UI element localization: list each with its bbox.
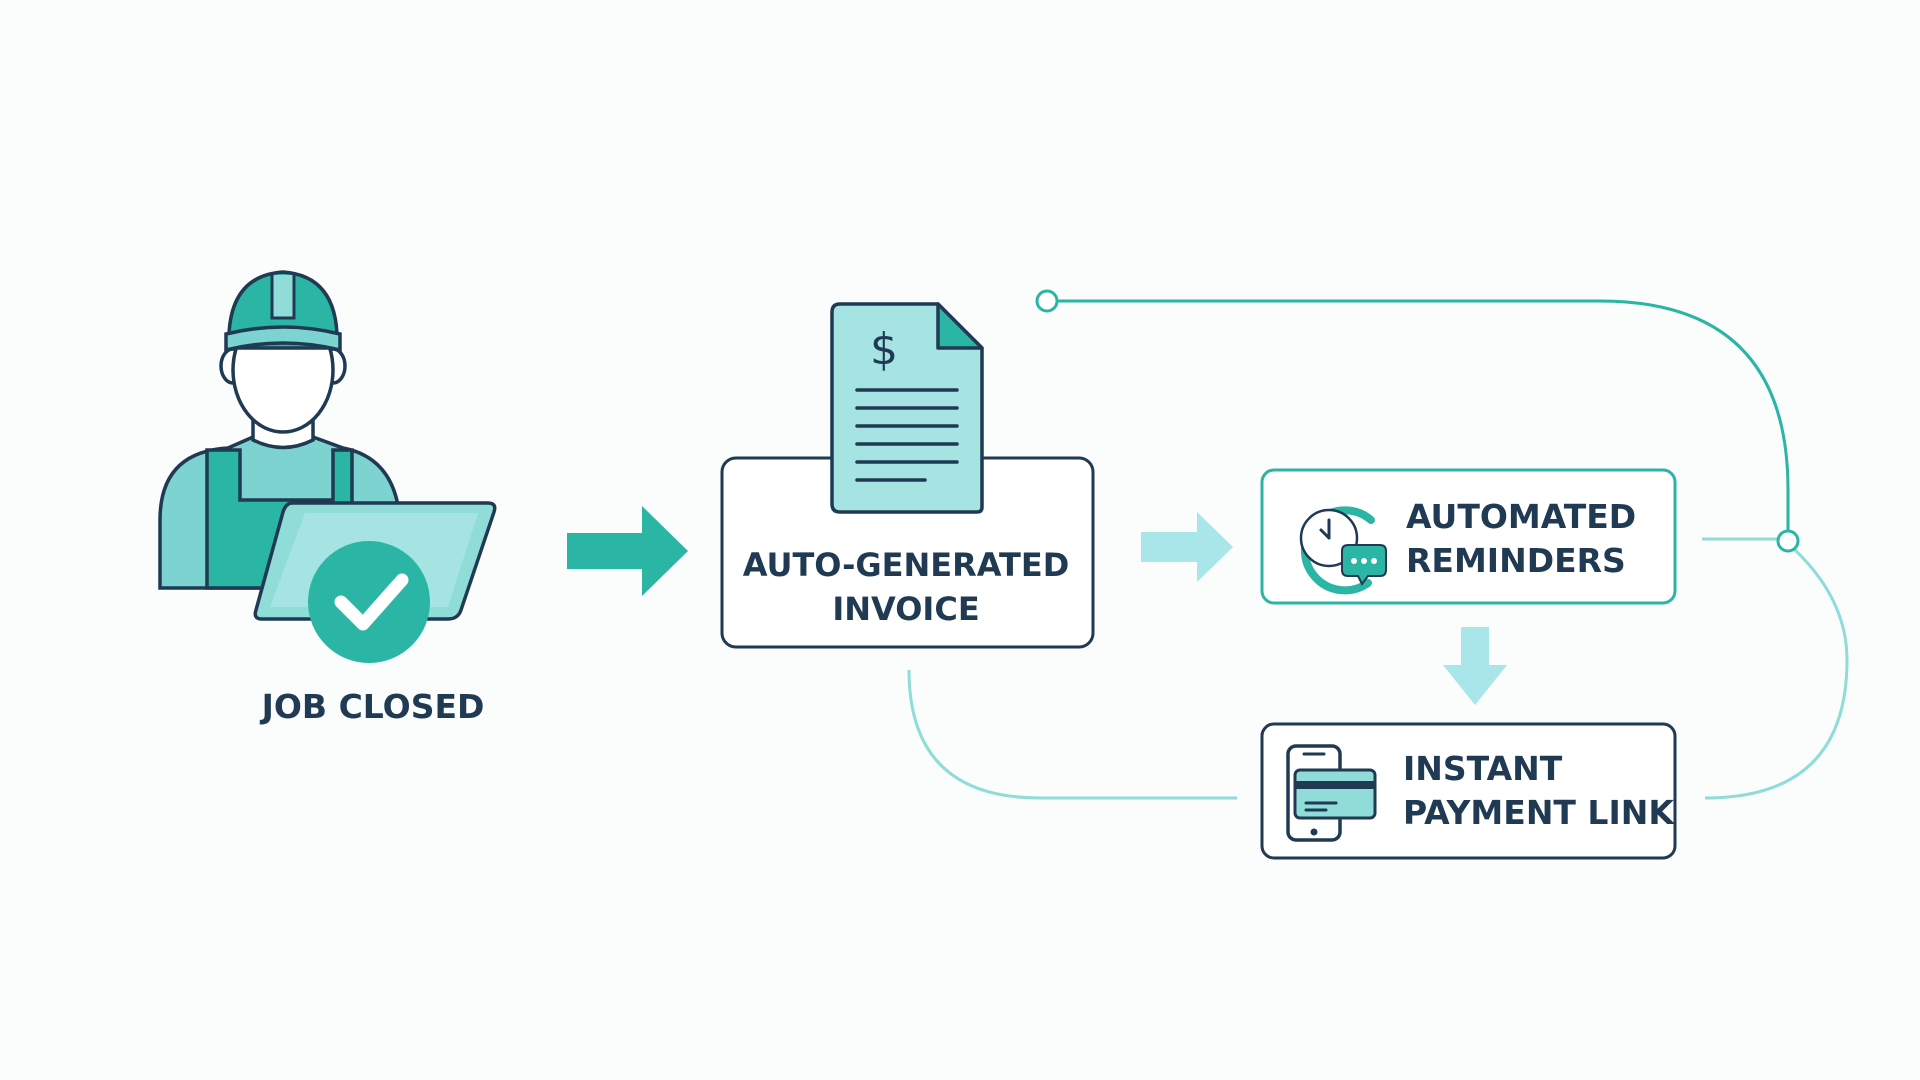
check-badge-circle bbox=[308, 541, 430, 663]
arrow-job-to-invoice bbox=[567, 506, 688, 596]
arrow-reminders-to-payment bbox=[1443, 627, 1507, 705]
invoice-document-icon: $ bbox=[830, 302, 984, 514]
arrow-invoice-to-reminders bbox=[1141, 512, 1233, 582]
job-closed-label: JOB CLOSED bbox=[260, 687, 485, 726]
phone-card-icon bbox=[1286, 744, 1377, 842]
connector-lines bbox=[907, 289, 1849, 800]
payment-label-line2: PAYMENT LINK bbox=[1403, 793, 1675, 832]
right-junction-node bbox=[1776, 529, 1800, 553]
reminders-label-line2: REMINDERS bbox=[1406, 541, 1626, 580]
invoice-text-lines bbox=[855, 388, 959, 482]
payment-label-line1: INSTANT bbox=[1403, 749, 1563, 788]
invoice-label-line2: INVOICE bbox=[832, 590, 979, 628]
invoice-label-line1: AUTO-GENERATED bbox=[743, 546, 1070, 584]
dollar-symbol: $ bbox=[870, 324, 898, 375]
top-loop-connector bbox=[1047, 299, 1790, 541]
clock-chat-icon bbox=[1299, 506, 1387, 595]
technician-laptop-check-icon bbox=[158, 270, 497, 663]
check-mark-icon bbox=[334, 573, 409, 631]
top-loop-start-node bbox=[1035, 289, 1059, 313]
node-to-payment-connector bbox=[1704, 548, 1849, 800]
payment-card bbox=[1260, 722, 1677, 860]
invoice-to-payment-connector bbox=[907, 669, 1237, 800]
reminders-label-line1: AUTOMATED bbox=[1406, 497, 1636, 536]
